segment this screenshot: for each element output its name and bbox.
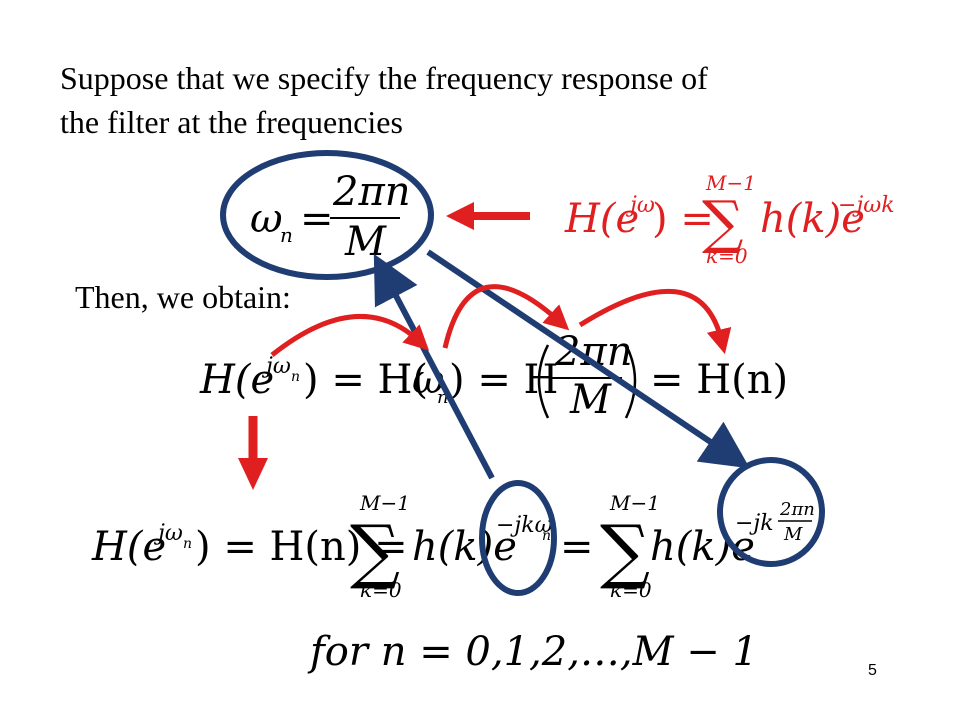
sum2-top: M−1 [609,491,660,515]
chain-omega-sub: n [437,387,449,408]
red-arrowhead-left [446,202,474,230]
sum2-exp-den: M [783,524,803,545]
chain-mid1: ) = H( [303,357,428,403]
fraction-denominator: M [344,219,387,265]
chain-equation: H(e jω n ) = H( ω n ) = H 2πn M = H(n) [199,329,788,423]
red-exp-j: jω [625,193,655,218]
red-arrowhead-down [238,458,268,490]
chain-big-lparen [537,344,550,419]
sum-lhs: H(e [91,524,166,570]
omega-subscript: n [280,223,293,247]
fraction-numerator: 2πn [332,169,411,215]
omega-symbol: ω [250,196,283,242]
sum2-bottom: k=0 [610,578,652,602]
intro-text-line1: Suppose that we specify the frequency re… [60,60,708,96]
red-sum-top: M−1 [705,171,756,195]
sum-lhs-close: ) = H(n) = [195,524,408,570]
highlight-circle-exp1 [479,480,557,596]
navy-arrow-up [373,253,495,480]
omega-definition: ω n = 2πn M [250,169,411,265]
equals-sign: = [300,196,334,242]
red-H: H(e [564,196,639,242]
sum1-exp-sub: n [542,528,551,544]
red-sigma: ∑ [702,188,743,256]
chain-end: = H(n) [650,357,788,403]
sum-lhs-exp: jω [153,521,183,546]
red-curve-arrow-1 [270,313,430,357]
red-sum-bottom: k=0 [706,244,748,268]
red-term: h(k)e [760,196,865,242]
highlight-ellipse-omega [220,150,434,280]
summation-equation: H(e jω n ) = H(n) = M−1 ∑ k=0 h(k)e −jkω… [91,491,815,602]
chain-exp: jω [261,354,291,379]
red-exponent: −jωk [838,193,895,218]
sum1-term: h(k)e [412,524,517,570]
sum2-sigma: ∑ [600,510,650,592]
red-definition: H(e jω ) = M−1 ∑ k=0 h(k)e −jωk [564,171,895,268]
sum1-sigma: ∑ [350,510,400,592]
red-rparen: ) = [652,196,714,242]
chain-big-rparen [624,344,637,419]
chain-frac-num: 2πn [554,329,633,375]
sum2-term: h(k)e [650,524,755,570]
sum-lhs-exp-sub: n [183,536,192,552]
navy-arrow-down [426,249,750,469]
sum1-bottom: k=0 [360,578,402,602]
red-curve-arrow-2 [442,284,570,349]
sum-eq2: = [560,524,594,570]
range-text: for n = 0,1,2,…,M − 1 [307,629,758,675]
sum1-exp: −jkω [496,513,553,538]
sum2-exp-num: 2πn [779,499,815,520]
red-curve-arrow-3 [578,288,732,355]
chain-exp-sub: n [291,369,300,385]
then-text: Then, we obtain: [75,279,291,315]
sum1-top: M−1 [359,491,410,515]
chain-H1: H(e [199,357,274,403]
chain-frac-den: M [569,377,612,423]
intro-text-line2: the filter at the frequencies [60,104,403,140]
sum2-exp-pre: −jk [735,511,774,536]
page-number: 5 [868,662,877,679]
highlight-circle-exp2 [717,457,825,567]
